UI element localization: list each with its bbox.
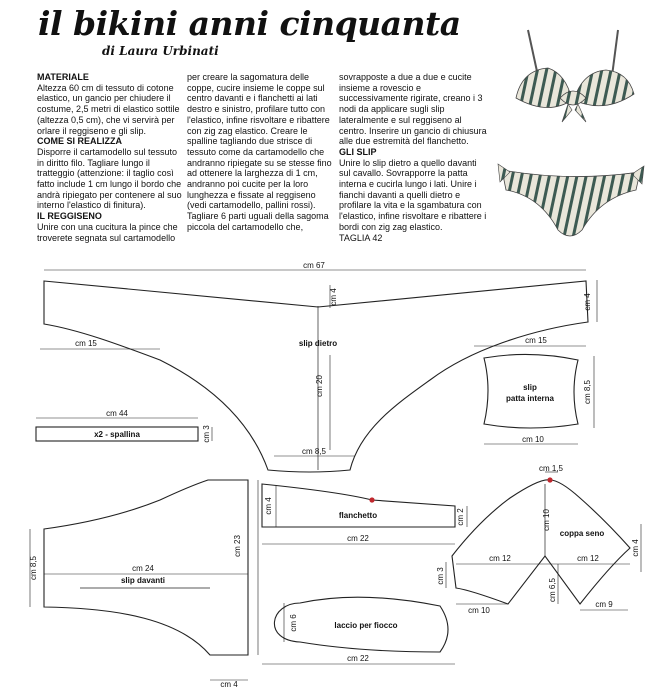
come-si-realizza-text: Disporre il cartamodello sul tessuto in …: [37, 146, 182, 211]
article-author: di Laura Urbinati: [102, 44, 219, 58]
slip-davanti-outline: [43, 479, 249, 656]
label-spallina: x2 - spallina: [94, 430, 140, 439]
dim-coppa-left-half: cm 12: [489, 554, 511, 563]
dim-slip-dietro-left-side: cm 15: [75, 339, 97, 348]
dim-slip-dietro-right-height: cm 4: [583, 293, 592, 311]
instructions-column-1: MATERIALE Altezza 60 cm di tessuto di co…: [37, 72, 185, 243]
gli-slip-text: Unire lo slip dietro a quello davanti su…: [339, 157, 487, 232]
column-3-text: sovrapposte a due a due e cucite insieme…: [339, 72, 487, 147]
dim-laccio-height: cm 6: [289, 614, 298, 632]
dim-coppa-dart: cm 6,5: [548, 577, 557, 602]
gli-slip-heading: GLI SLIP: [339, 146, 377, 157]
dim-slip-davanti-left-height: cm 8,5: [29, 555, 38, 580]
dim-coppa-bottom-left: cm 10: [468, 606, 490, 615]
patta-interna-outline: [483, 353, 579, 429]
dim-coppa-bottom-right: cm 9: [595, 600, 613, 609]
taglia-text: TAGLIA 42: [339, 232, 383, 243]
dim-flanchetto-length: cm 22: [347, 534, 369, 543]
dim-slip-dietro-width: cm 67: [303, 261, 325, 270]
dim-flanchetto-left-height: cm 4: [264, 497, 273, 515]
flanchetto-outline: [261, 483, 456, 528]
label-patta-slip: slip: [523, 383, 537, 392]
dim-coppa-left-height: cm 3: [436, 567, 445, 585]
reggiseno-text: Unire con una cucitura la pince che trov…: [37, 221, 178, 243]
reggiseno-heading: IL REGGISENO: [37, 211, 102, 222]
label-slip-davanti: slip davanti: [121, 576, 165, 585]
label-patta-interna: patta interna: [506, 394, 555, 403]
dim-patta-height: cm 8,5: [583, 379, 592, 404]
column-2-text: per creare la sagomatura delle coppe, cu…: [187, 72, 332, 232]
materiale-text: Altezza 60 cm di tessuto di cotone elast…: [37, 82, 180, 136]
dim-spallina-height: cm 3: [202, 425, 211, 443]
coppa-seno-outline: [451, 479, 631, 605]
instructions-column-3: sovrapposte a due a due e cucite insieme…: [339, 72, 490, 243]
label-slip-dietro: slip dietro: [299, 339, 337, 348]
dim-slip-dietro-right-side: cm 15: [525, 336, 547, 345]
instructions-column-2: per creare la sagomatura delle coppe, cu…: [187, 72, 336, 233]
dim-coppa-right-half: cm 12: [577, 554, 599, 563]
bikini-bottom-photo: [497, 163, 645, 237]
spallina-outline: [35, 426, 199, 442]
dim-slip-dietro-top-height: cm 4: [329, 288, 338, 306]
dim-coppa-center-height: cm 10: [542, 509, 551, 531]
dim-spallina-length: cm 44: [106, 409, 128, 418]
dim-coppa-right-height: cm 4: [631, 539, 640, 557]
materiale-heading: MATERIALE: [37, 72, 89, 82]
laccio-outline: [273, 596, 449, 653]
dim-coppa-top: cm 1,5: [539, 464, 564, 473]
dim-slip-davanti-right-height: cm 23: [233, 535, 242, 557]
slip-dietro-outline: [43, 280, 589, 473]
dim-slip-davanti-crotch: cm 4: [220, 680, 238, 689]
label-coppa-seno: coppa seno: [560, 529, 605, 538]
dim-slip-davanti-width: cm 24: [132, 564, 154, 573]
dim-slip-dietro-depth: cm 20: [315, 375, 324, 397]
label-laccio: laccio per fiocco: [334, 621, 397, 630]
strap-marker: [547, 477, 553, 483]
dim-slip-dietro-crotch: cm 8,5: [302, 447, 327, 456]
dim-patta-width: cm 10: [522, 435, 544, 444]
dim-laccio-length: cm 22: [347, 654, 369, 663]
come-si-realizza-heading: COME SI REALIZZA: [37, 136, 122, 147]
article-title: il bikini anni cinquanta: [38, 4, 461, 43]
strap-marker: [369, 497, 375, 503]
bikini-top-photo: [515, 29, 635, 123]
label-flanchetto: flanchetto: [339, 511, 377, 520]
dim-flanchetto-right-height: cm 2: [456, 508, 465, 526]
